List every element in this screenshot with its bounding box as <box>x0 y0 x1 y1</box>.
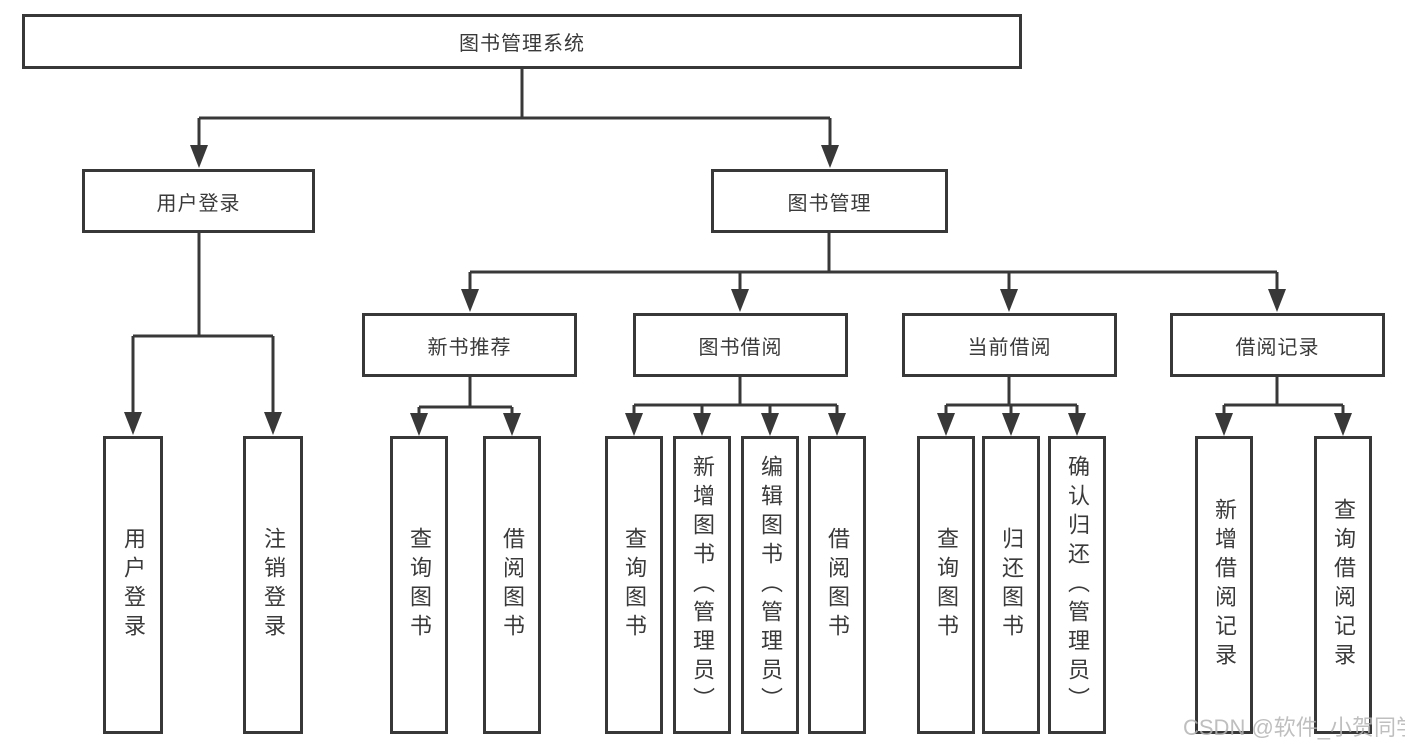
leaf-current-confirm-return-admin-label: 确认归还（管理员） <box>1065 454 1090 716</box>
connector-borrowing-to-leaves <box>625 377 846 436</box>
leaf-records-query-record: 查询借阅记录 <box>1314 436 1372 734</box>
leaf-borrowing-query-books: 查询图书 <box>605 436 663 734</box>
leaf-newbooks-borrow-books-label: 借阅图书 <box>500 527 525 643</box>
node-book-management: 图书管理 <box>711 169 948 233</box>
node-book-borrowing: 图书借阅 <box>633 313 848 377</box>
node-user-login-label: 用户登录 <box>156 192 241 215</box>
node-borrowing-records: 借阅记录 <box>1170 313 1385 377</box>
leaf-current-return-books-label: 归还图书 <box>999 527 1024 643</box>
leaf-borrowing-add-books-admin-label: 新增图书（管理员） <box>690 454 715 716</box>
leaf-user-login-label: 用户登录 <box>121 527 146 643</box>
leaf-borrowing-edit-books-admin-label: 编辑图书（管理员） <box>758 454 783 716</box>
connector-records-to-leaves <box>1215 377 1352 436</box>
node-new-book-recommend-label: 新书推荐 <box>427 336 512 359</box>
leaf-borrowing-borrow-books-label: 借阅图书 <box>825 527 850 643</box>
node-borrowing-records-label: 借阅记录 <box>1235 336 1320 359</box>
node-user-login: 用户登录 <box>82 169 315 233</box>
leaf-borrowing-query-books-label: 查询图书 <box>622 527 647 643</box>
leaf-current-confirm-return-admin: 确认归还（管理员） <box>1048 436 1106 734</box>
leaf-current-query-books: 查询图书 <box>917 436 975 734</box>
leaf-logout-label: 注销登录 <box>261 527 286 643</box>
connector-newbooks-to-leaves <box>410 377 521 436</box>
node-book-borrowing-label: 图书借阅 <box>698 336 783 359</box>
connector-current-to-leaves <box>937 377 1086 436</box>
node-new-book-recommend: 新书推荐 <box>362 313 577 377</box>
node-book-management-label: 图书管理 <box>787 192 872 215</box>
leaf-borrowing-borrow-books: 借阅图书 <box>808 436 866 734</box>
leaf-borrowing-add-books-admin: 新增图书（管理员） <box>673 436 731 734</box>
node-root-label: 图书管理系统 <box>459 33 585 55</box>
leaf-current-return-books: 归还图书 <box>982 436 1040 734</box>
leaf-newbooks-query-books-label: 查询图书 <box>407 527 432 643</box>
leaf-records-add-record-label: 新增借阅记录 <box>1212 498 1237 672</box>
leaf-logout: 注销登录 <box>243 436 303 734</box>
leaf-current-query-books-label: 查询图书 <box>934 527 959 643</box>
node-root-library-system: 图书管理系统 <box>22 14 1022 69</box>
leaf-user-login: 用户登录 <box>103 436 163 734</box>
connector-root-to-level2 <box>190 69 839 168</box>
leaf-borrowing-edit-books-admin: 编辑图书（管理员） <box>741 436 799 734</box>
leaf-newbooks-query-books: 查询图书 <box>390 436 448 734</box>
leaf-records-add-record: 新增借阅记录 <box>1195 436 1253 734</box>
node-current-borrowing: 当前借阅 <box>902 313 1117 377</box>
connector-bookmgmt-to-level3 <box>461 233 1286 312</box>
leaf-newbooks-borrow-books: 借阅图书 <box>483 436 541 734</box>
leaf-records-query-record-label: 查询借阅记录 <box>1331 498 1356 672</box>
connector-userlogin-to-leaves <box>124 233 282 435</box>
node-current-borrowing-label: 当前借阅 <box>967 336 1052 359</box>
